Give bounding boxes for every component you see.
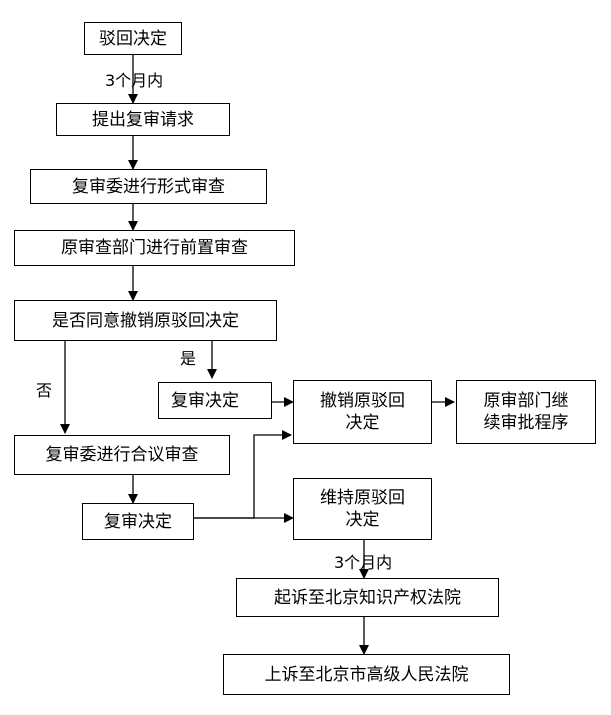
node-revoke-original-line2: 决定 [346,412,380,434]
node-formal-exam: 复审委进行形式审查 [30,169,267,204]
node-maintain-original-line2: 决定 [346,509,380,531]
node-agree-revoke: 是否同意撤销原驳回决定 [14,300,277,341]
node-collegial-exam-label: 复审委进行合议审查 [46,444,199,466]
node-review-decision-2: 复审决定 [82,503,194,540]
node-agree-revoke-label: 是否同意撤销原驳回决定 [52,310,239,332]
node-appeal-high-court: 上诉至北京市高级人民法院 [223,654,510,695]
edge-label-no: 否 [36,377,52,401]
node-request-review-label: 提出复审请求 [92,109,194,131]
node-pre-exam-label: 原审查部门进行前置审查 [61,237,248,259]
node-maintain-original: 维持原驳回 决定 [293,478,432,540]
node-continue-approval: 原审部门继 续审批程序 [456,380,596,444]
node-formal-exam-label: 复审委进行形式审查 [72,176,225,198]
node-request-review: 提出复审请求 [56,103,230,136]
node-reject-decision-label: 驳回决定 [99,28,167,50]
edge-label-within-3-months-1: 3个月内 [105,67,163,91]
node-appeal-high-court-label: 上诉至北京市高级人民法院 [265,664,469,686]
edge-label-yes: 是 [180,345,196,369]
node-maintain-original-line1: 维持原驳回 [320,487,405,509]
node-review-decision-2-label: 复审决定 [104,511,172,533]
node-collegial-exam: 复审委进行合议审查 [14,435,230,475]
node-continue-approval-line2: 续审批程序 [484,412,569,434]
node-pre-exam: 原审查部门进行前置审查 [14,230,295,266]
node-revoke-original: 撤销原驳回 决定 [293,380,432,444]
edge-label-within-3-months-2: 3个月内 [334,549,392,573]
node-sue-ip-court: 起诉至北京知识产权法院 [236,578,499,617]
node-sue-ip-court-label: 起诉至北京知识产权法院 [274,587,461,609]
node-revoke-original-line1: 撤销原驳回 [320,390,405,412]
node-review-decision-1-label: 复审决定 [171,390,239,412]
node-reject-decision: 驳回决定 [84,22,182,55]
node-review-decision-1: 复审决定 [158,382,272,419]
node-continue-approval-line1: 原审部门继 [484,390,569,412]
